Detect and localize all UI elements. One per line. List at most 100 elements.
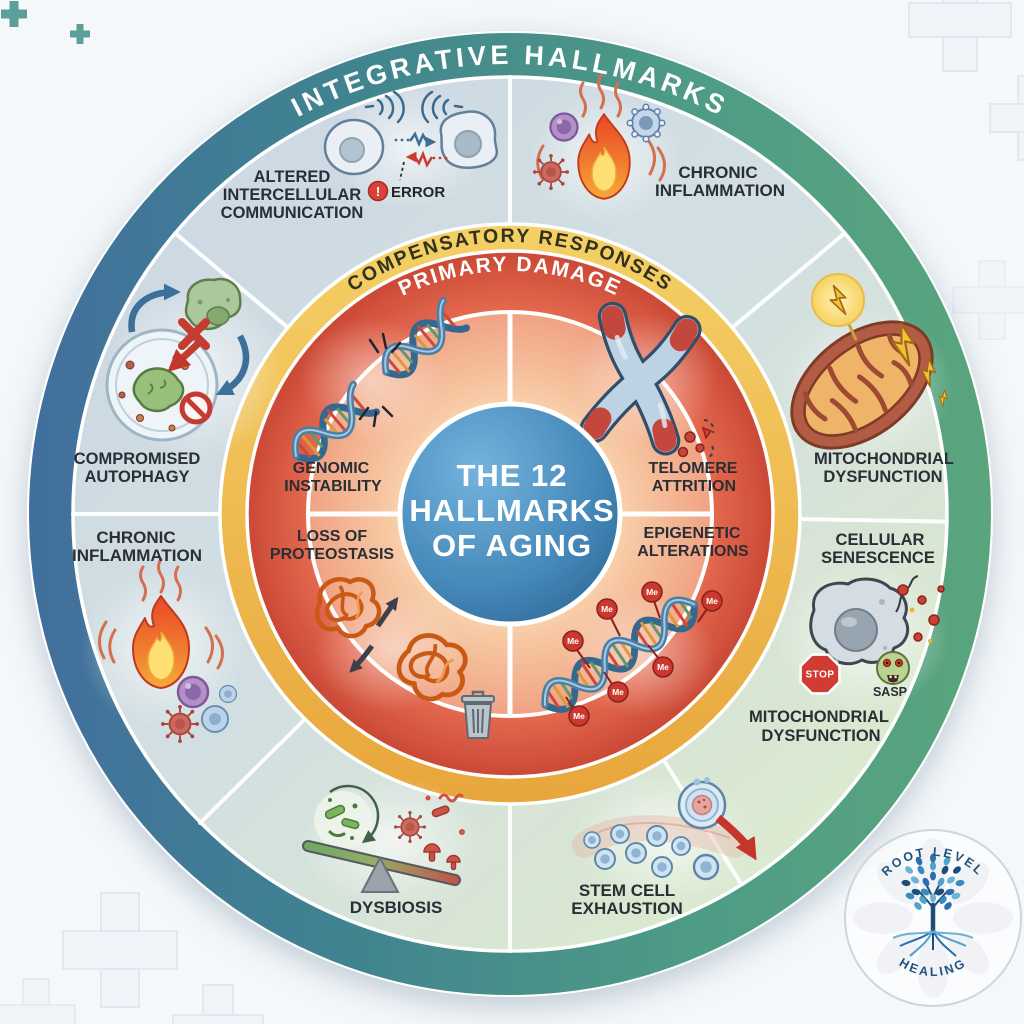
blocked-arrow	[167, 337, 205, 372]
stem-cell-exhaustion-label: STEM CELL	[579, 881, 675, 900]
sasp-label: SASP	[873, 685, 907, 699]
chronic-inflammation-left-label: INFLAMMATION	[72, 546, 202, 565]
outer-segment-dividers	[71, 75, 949, 953]
pathogen-cell-icon	[532, 153, 570, 191]
title-line-3: OF AGING	[432, 528, 592, 563]
methyl-tag-label: Me	[646, 587, 658, 597]
chronic-inflammation-left-icon	[98, 557, 238, 744]
segment-labels: ALTERED INTERCELLULAR COMMUNICATION CHRO…	[72, 163, 954, 918]
teal-cross-accents	[1, 1, 90, 44]
telomere-fragments	[677, 419, 715, 458]
methyl-tags: Me Me Me Me Me Me Me	[562, 581, 723, 727]
logo-tree-roots	[892, 929, 974, 957]
aging-wheel: ! ERROR	[27, 31, 993, 997]
title-line-1: THE 12	[456, 458, 567, 493]
stem-cell	[646, 825, 668, 847]
break-sparks	[358, 332, 402, 428]
immune-cell-icon	[201, 705, 229, 733]
cellular-senescence-label: SENESCENCE	[821, 549, 935, 567]
immune-cell-icon	[218, 684, 238, 704]
quadrant-dividers	[307, 311, 713, 717]
trash-can-icon	[461, 690, 495, 739]
cycle-arrow-up	[128, 283, 181, 333]
genomic-instability-icon	[284, 300, 466, 469]
autophagy-icon	[105, 277, 250, 442]
senescent-cell-icon: STOP	[799, 575, 945, 695]
loss-of-proteostasis-label: PROTEOSTASIS	[270, 546, 394, 563]
methyl-tag-label: Me	[657, 662, 669, 672]
logo-tree-icon	[892, 853, 974, 957]
quadrant-labels: GENOMIC INSTABILITY TELOMERE ATTRITION L…	[270, 460, 749, 563]
stem-cell-exhaustion-label: EXHAUSTION	[571, 899, 682, 918]
methyl-tag-label: Me	[573, 711, 585, 721]
stem-cell-exhaustion-icon	[572, 777, 757, 881]
stem-cell	[651, 856, 673, 878]
signal-arrow-forward	[394, 131, 437, 148]
dividing-stem-cell-icon	[677, 777, 727, 830]
immune-cell-icon	[549, 112, 579, 142]
seesaw-fulcrum	[360, 855, 400, 893]
page-title: THE 12 HALLMARKS OF AGING	[409, 458, 614, 563]
mitochondria-icon	[790, 273, 951, 450]
logo-tree-canopy	[901, 853, 965, 910]
telomere-attrition-label: ATTRITION	[652, 478, 736, 495]
epigenetic-alterations-label: EPIGENETIC	[644, 525, 741, 542]
red-x-icon	[178, 318, 210, 350]
methyl-tag-label: Me	[612, 687, 624, 697]
methyl-tag-label: Me	[601, 604, 613, 614]
compromised-autophagy-label: AUTOPHAGY	[84, 468, 189, 486]
epigenetic-alterations-icon: Me Me Me Me Me Me Me	[537, 581, 723, 727]
zombie-cell-icon	[876, 651, 910, 685]
stem-cell	[594, 848, 616, 870]
methyl-tag-label: Me	[567, 636, 579, 646]
altered-communication-label: ALTERED	[254, 168, 331, 186]
decline-arrow-icon	[715, 814, 757, 861]
sasp-particles	[897, 584, 945, 642]
bad-microbes-icon	[393, 793, 465, 871]
cycle-arrow-down	[215, 334, 250, 396]
center-circle	[397, 401, 623, 627]
proteostasis-icon	[317, 579, 495, 739]
pathogen-cell-icon	[160, 704, 200, 744]
error-exclamation: !	[376, 184, 380, 199]
stem-cell	[671, 836, 691, 856]
cellular-senescence-label: CELLULAR	[836, 531, 925, 549]
chronic-inflammation-upper-label: CHRONIC	[678, 163, 757, 182]
epigenetic-alterations-label: ALTERATIONS	[637, 543, 749, 560]
stem-cell	[610, 824, 630, 844]
dysbiosis-seesaw-icon	[302, 784, 465, 893]
compromised-autophagy-label: COMPROMISED	[74, 450, 201, 468]
genomic-instability-label: GENOMIC	[293, 460, 370, 477]
altered-communication-label: COMMUNICATION	[221, 204, 364, 222]
mitochondrial-dysfunction-lower-label: MITOCHONDRIAL	[749, 708, 889, 726]
signal-arrow-error	[399, 150, 448, 181]
root-level-healing-logo: ROOT LEVEL HEALING	[844, 829, 1022, 1007]
error-icon: !	[367, 180, 389, 202]
error-label: ERROR	[391, 184, 445, 201]
altered-communication-label: INTERCELLULAR	[223, 186, 361, 204]
mitochondrial-dysfunction-lower-label: DYSFUNCTION	[761, 727, 880, 745]
mitochondrial-dysfunction-right-label: MITOCHONDRIAL	[814, 450, 954, 468]
telomere-attrition-label: TELOMERE	[649, 460, 738, 477]
prohibition-icon	[179, 391, 213, 425]
virus-cell-icon	[626, 103, 666, 143]
immune-cell-icon	[176, 675, 210, 709]
chronic-inflammation-left-label: CHRONIC	[96, 528, 175, 547]
loss-of-proteostasis-label: LOSS OF	[297, 528, 367, 545]
chronic-inflammation-upper-icon	[532, 73, 666, 200]
mitochondrial-dysfunction-right-label: DYSFUNCTION	[823, 468, 942, 486]
methyl-tag-label: Me	[706, 596, 718, 606]
good-microbes-icon	[314, 784, 380, 849]
stem-cell	[625, 842, 647, 864]
dysbiosis-label: DYSBIOSIS	[350, 898, 443, 917]
intercellular-communication-icon: ! ERROR	[323, 90, 499, 202]
stem-cell	[692, 853, 720, 881]
signal-waves-icon	[364, 90, 464, 124]
chronic-inflammation-upper-label: INFLAMMATION	[655, 181, 785, 200]
stop-sign-label: STOP	[805, 670, 834, 681]
title-line-2: HALLMARKS	[409, 493, 614, 528]
stem-cell	[583, 831, 601, 849]
stop-sign-icon: STOP	[799, 653, 841, 695]
